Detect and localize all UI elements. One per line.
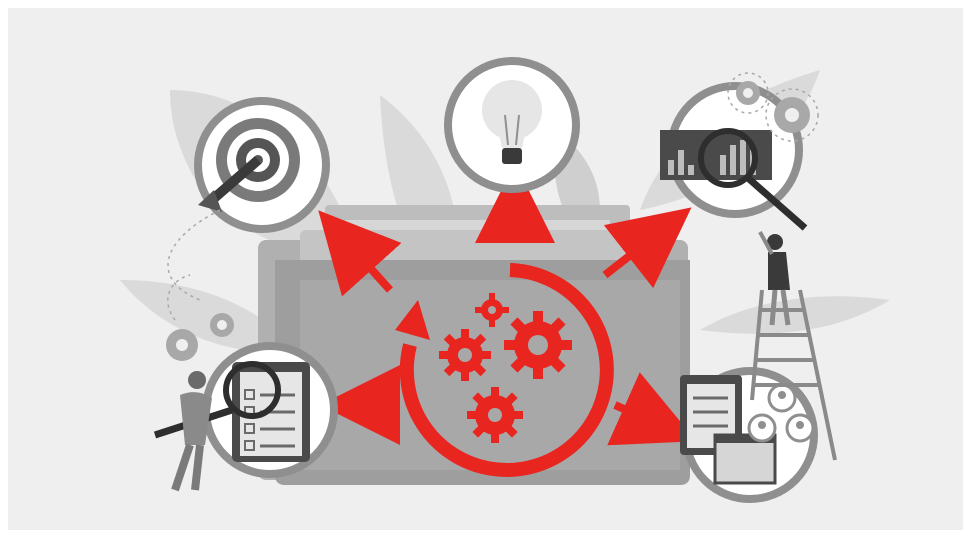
team-calendar-icon (680, 367, 818, 503)
target-icon (194, 97, 330, 233)
gear-icon (736, 81, 810, 133)
cycle-arrow-icon (395, 263, 614, 477)
person-magnifier-icon (171, 371, 212, 492)
lightbulb-icon (444, 57, 580, 193)
dashed-paths (167, 72, 819, 446)
checklist-magnifier-icon (153, 342, 338, 478)
gears-icon (439, 293, 572, 443)
person-ladder-icon (750, 231, 837, 461)
gear-icon (166, 313, 234, 361)
direction-arrows (318, 163, 697, 446)
bar-chart-magnifier-icon (660, 82, 808, 231)
